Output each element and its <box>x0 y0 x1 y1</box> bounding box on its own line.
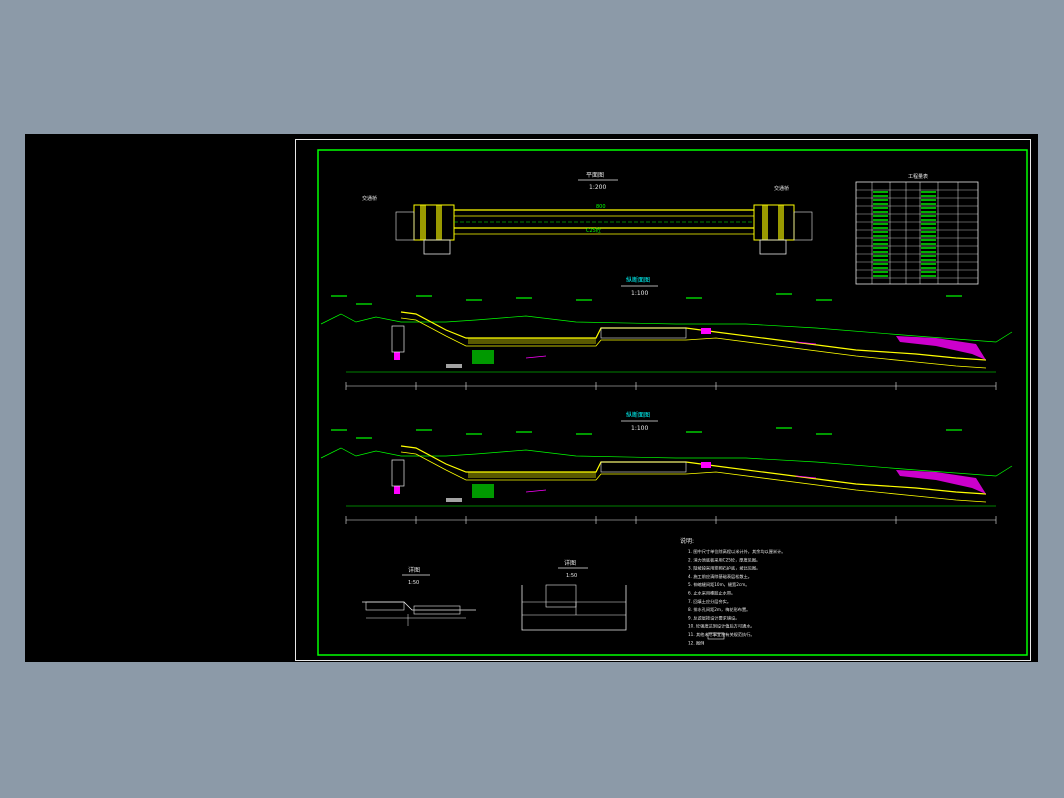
profile-1: 纵断面图 1:100 <box>320 276 1013 390</box>
plan-center-label: C25砼 <box>586 227 601 234</box>
table-title: 工程量表 <box>908 173 928 180</box>
legend-swatch <box>707 632 725 640</box>
note-line: 12. 图例 <box>688 639 704 646</box>
note-line: 4. 施工前应清除基础表层松散土。 <box>688 573 752 580</box>
note-line: 11. 其他未尽事宜按有关规范执行。 <box>688 631 755 638</box>
detail-1: 详图 1:50 <box>362 566 476 626</box>
profile1-title: 纵断面图 <box>626 276 650 284</box>
notes-title: 说明: <box>680 537 694 545</box>
note-line: 10. 砼强度达到设计值后方可通水。 <box>688 623 755 630</box>
cad-viewport[interactable]: 平面图 1:200 800 C25砼 <box>25 134 1038 662</box>
note-line: 6. 止水采用橡胶止水带。 <box>688 590 735 597</box>
quantity-table: 工程量表 <box>855 173 979 285</box>
cad-drawing: 平面图 1:200 800 C25砼 <box>317 149 1028 656</box>
note-line: 7. 回填土应分层夯实。 <box>688 598 731 605</box>
note-line: 2. 消力池底板采用C25砼，厚度见图。 <box>688 556 760 563</box>
plan-scale: 1:200 <box>589 184 606 191</box>
detail2-title: 详图 <box>564 559 576 567</box>
profile2-scale: 1:100 <box>631 425 648 432</box>
notes-block: 说明: 1. 图中尺寸单位除高程以米计外，其余均以厘米计。2. 消力池底板采用C… <box>680 537 785 646</box>
plan-view: 平面图 1:200 800 C25砼 <box>362 172 813 255</box>
side-label-left: 交通桥 <box>362 195 377 202</box>
plan-dimension: 800 <box>596 204 606 210</box>
side-label-right: 交通桥 <box>774 185 789 192</box>
plan-title: 平面图 <box>586 172 604 179</box>
note-line: 9. 反滤层按设计要求铺设。 <box>688 614 739 621</box>
note-line: 8. 排水孔间距2m，梅花形布置。 <box>688 606 750 613</box>
detail2-scale: 1:50 <box>566 573 577 579</box>
detail1-scale: 1:50 <box>408 580 419 586</box>
detail-2: 详图 1:50 <box>521 559 627 631</box>
drawing-sheet-border: 平面图 1:200 800 C25砼 <box>295 139 1031 661</box>
sheet-frame <box>317 149 1028 656</box>
note-line: 1. 图中尺寸单位除高程以米计外，其余均以厘米计。 <box>688 548 785 555</box>
profile2-title: 纵断面图 <box>626 411 650 419</box>
profile-2: 纵断面图 1:100 <box>320 411 1013 524</box>
profile1-scale: 1:100 <box>631 290 648 297</box>
detail1-title: 详图 <box>408 566 420 574</box>
note-line: 5. 伸缩缝间距10m，缝宽2cm。 <box>688 581 749 588</box>
note-line: 3. 陡坡段采用浆砌石护底，坡比见图。 <box>688 565 760 572</box>
